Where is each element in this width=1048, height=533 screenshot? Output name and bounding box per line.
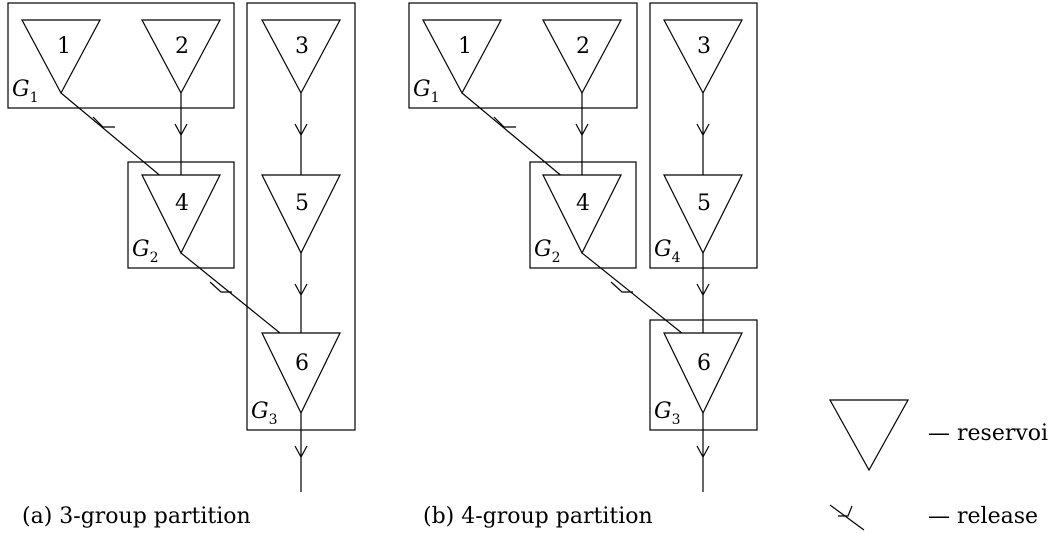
reservoir-label-1: 1	[57, 34, 71, 59]
release-tick	[92, 116, 115, 128]
release-tick	[610, 281, 633, 293]
reservoir-label-6: 6	[697, 351, 711, 376]
reservoir-label-1: 1	[458, 34, 472, 59]
reservoir-label-6: 6	[295, 351, 309, 376]
reservoir-3	[260, 19, 342, 95]
reservoir-4	[141, 174, 221, 255]
reservoir-6	[261, 332, 341, 415]
group-label-g3: G3	[654, 399, 681, 428]
group-label-g2: G2	[132, 237, 159, 266]
caption-b: (b) 4-group partition	[423, 504, 653, 529]
reservoir-2	[541, 19, 623, 95]
arrowhead	[294, 283, 308, 297]
arrowhead	[294, 445, 308, 459]
reservoir-6	[663, 332, 743, 415]
group-label-g4: G4	[654, 237, 681, 266]
group-label-g3: G3	[251, 399, 278, 428]
reservoir-5	[261, 174, 341, 255]
reservoir-label-3: 3	[697, 34, 711, 59]
legend-reservoir-icon	[828, 399, 910, 472]
legend-release-icon	[829, 504, 865, 531]
reservoir-label-2: 2	[175, 34, 189, 59]
release-tick	[493, 116, 516, 128]
reservoir-label-5: 5	[697, 191, 711, 216]
reservoir-4	[542, 174, 622, 255]
legend-release-label: — release	[928, 504, 1038, 529]
group-label-g1: G1	[413, 77, 440, 106]
reservoir-1	[20, 19, 102, 95]
group-box-g1	[408, 2, 638, 109]
panel-b: 1 2 3 4 5 6 G1 G2 G4 G3 (b) 4-group part…	[408, 2, 758, 529]
reservoir-label-3: 3	[295, 34, 309, 59]
reservoir-2	[140, 19, 222, 95]
arrowhead	[174, 123, 188, 137]
panel-a: 1 2 3 4 5 6 G1 G2 G3 (a) 3-group partiti…	[7, 2, 356, 529]
group-label-g1: G1	[12, 77, 39, 106]
reservoir-label-4: 4	[175, 191, 189, 216]
reservoir-label-5: 5	[295, 191, 309, 216]
arrowhead	[575, 123, 589, 137]
caption-a: (a) 3-group partition	[22, 504, 251, 529]
arrowhead	[696, 123, 710, 137]
group-label-g2: G2	[534, 237, 561, 266]
reservoir-3	[662, 19, 744, 95]
arrowhead	[696, 445, 710, 459]
arrowhead	[696, 283, 710, 297]
reservoir-5	[663, 174, 743, 255]
arrowhead	[294, 123, 308, 137]
reservoir-1	[421, 19, 503, 95]
legend: — reservoir — release	[828, 399, 1048, 531]
legend-reservoir-label: — reservoir	[928, 421, 1048, 446]
reservoir-label-2: 2	[576, 34, 590, 59]
group-box-g2	[529, 161, 637, 269]
reservoir-label-4: 4	[576, 191, 590, 216]
group-box-g1	[7, 2, 235, 109]
release-tick	[209, 281, 232, 293]
